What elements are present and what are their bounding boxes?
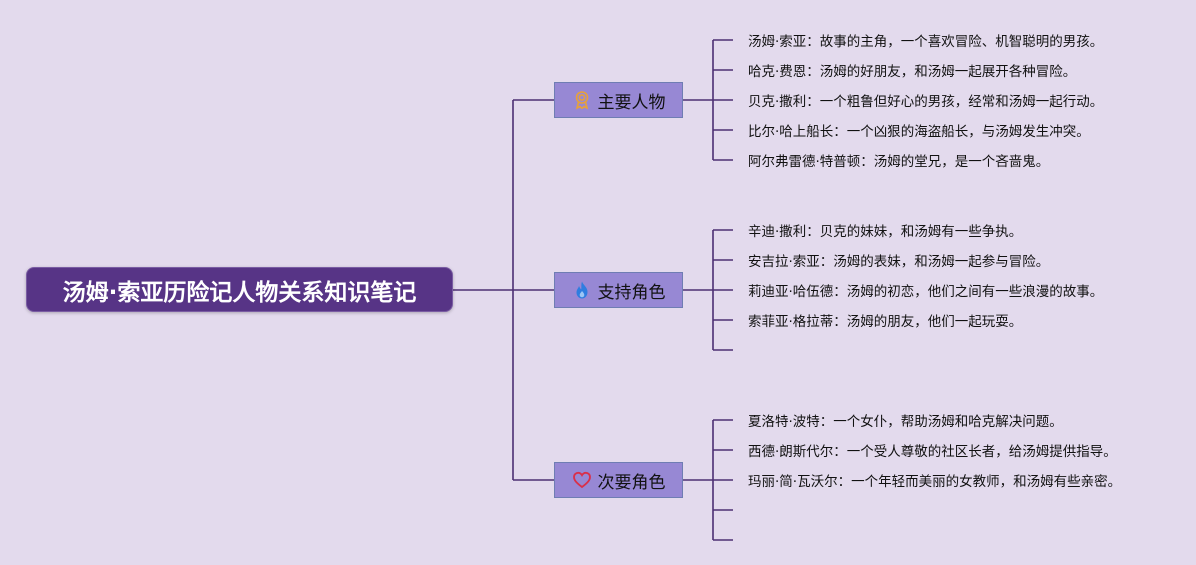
- leaf-item[interactable]: 索菲亚·格拉蒂：汤姆的朋友，他们一起玩耍。: [748, 314, 1023, 330]
- award-ribbon-icon: [572, 90, 592, 110]
- branch-minor-characters[interactable]: 次要角色: [554, 462, 683, 498]
- leaf-item[interactable]: 汤姆·索亚：故事的主角，一个喜欢冒险、机智聪明的男孩。: [748, 34, 1104, 50]
- branch-label: 次要角色: [597, 472, 666, 493]
- branch-main-characters[interactable]: 主要人物: [554, 82, 683, 118]
- leaf-item[interactable]: 哈克·费恩：汤姆的好朋友，和汤姆一起展开各种冒险。: [748, 64, 1077, 80]
- leaf-item[interactable]: 玛丽·简·瓦沃尔：一个年轻而美丽的女教师，和汤姆有些亲密。: [748, 474, 1122, 490]
- flame-icon: [572, 280, 592, 300]
- branch-label: 主要人物: [597, 92, 666, 113]
- branch-2-connector: [683, 229, 733, 351]
- branch-3-connector: [683, 419, 733, 541]
- leaf-item[interactable]: 西德·朗斯代尔：一个受人尊敬的社区长者，给汤姆提供指导。: [748, 444, 1117, 460]
- root-connector: [453, 99, 554, 481]
- root-topic[interactable]: 汤姆·索亚历险记人物关系知识笔记: [26, 267, 453, 312]
- leaf-item[interactable]: 莉迪亚·哈伍德：汤姆的初恋，他们之间有一些浪漫的故事。: [748, 284, 1104, 300]
- branch-1-connector: [683, 39, 733, 161]
- branch-supporting-characters[interactable]: 支持角色: [554, 272, 683, 308]
- leaf-item[interactable]: 比尔·哈上船长：一个凶狠的海盗船长，与汤姆发生冲突。: [748, 124, 1090, 140]
- leaf-item[interactable]: 阿尔弗雷德·特普顿：汤姆的堂兄，是一个吝啬鬼。: [748, 154, 1050, 170]
- leaf-item[interactable]: 辛迪·撒利：贝克的妹妹，和汤姆有一些争执。: [748, 224, 1023, 240]
- branch-label: 支持角色: [597, 282, 666, 303]
- root-title: 汤姆·索亚历险记人物关系知识笔记: [62, 279, 417, 306]
- leaf-item[interactable]: 夏洛特·波特：一个女仆，帮助汤姆和哈克解决问题。: [748, 414, 1063, 430]
- heart-icon: [572, 470, 592, 490]
- leaf-item[interactable]: 贝克·撒利：一个粗鲁但好心的男孩，经常和汤姆一起行动。: [748, 94, 1104, 110]
- leaf-item[interactable]: 安吉拉·索亚：汤姆的表妹，和汤姆一起参与冒险。: [748, 254, 1050, 270]
